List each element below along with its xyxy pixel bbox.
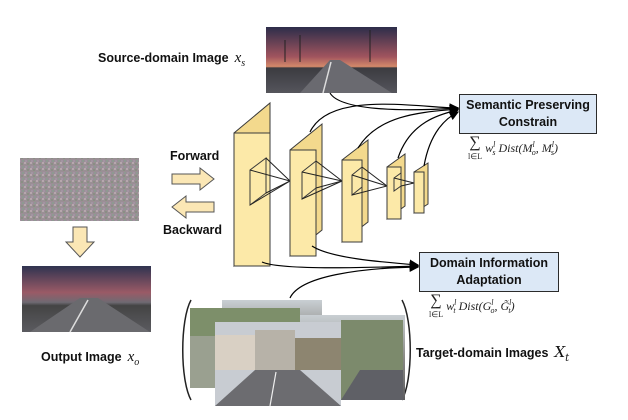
backward-arrow-icon xyxy=(171,194,215,220)
forward-label: Forward xyxy=(170,149,220,163)
output-image xyxy=(22,266,151,333)
layer-1 xyxy=(233,132,271,267)
semantic-connectors xyxy=(309,92,460,167)
domain-box-line-1: Domain Information xyxy=(429,256,549,270)
semantic-box-line-2: Constrain xyxy=(498,115,558,129)
source-image xyxy=(266,27,397,94)
domain-formula: ∑ l∈L wlt Dist(Glo, G̃lt) xyxy=(429,292,515,320)
down-arrow-icon xyxy=(64,226,96,258)
target-images xyxy=(190,300,405,407)
semantic-box-line-1: Semantic Preserving xyxy=(466,98,590,112)
semantic-formula: ∑ l∈L wls Dist(Mlo, Mls) xyxy=(468,134,559,162)
domain-information-box: Domain Information Adaptation xyxy=(419,252,559,292)
semantic-preserving-box: Semantic Preserving Constrain xyxy=(459,94,597,134)
network xyxy=(233,101,429,268)
layer-2 xyxy=(289,149,317,257)
right-bracket xyxy=(401,299,411,401)
forward-arrow-icon xyxy=(171,166,215,192)
domain-connectors xyxy=(261,245,420,299)
layer-4 xyxy=(386,166,402,220)
left-bracket xyxy=(182,299,192,401)
noise-image xyxy=(20,158,139,221)
layer-5 xyxy=(413,171,425,214)
layer-3 xyxy=(341,159,363,243)
domain-box-line-2: Adaptation xyxy=(456,273,522,287)
backward-label: Backward xyxy=(163,223,223,237)
